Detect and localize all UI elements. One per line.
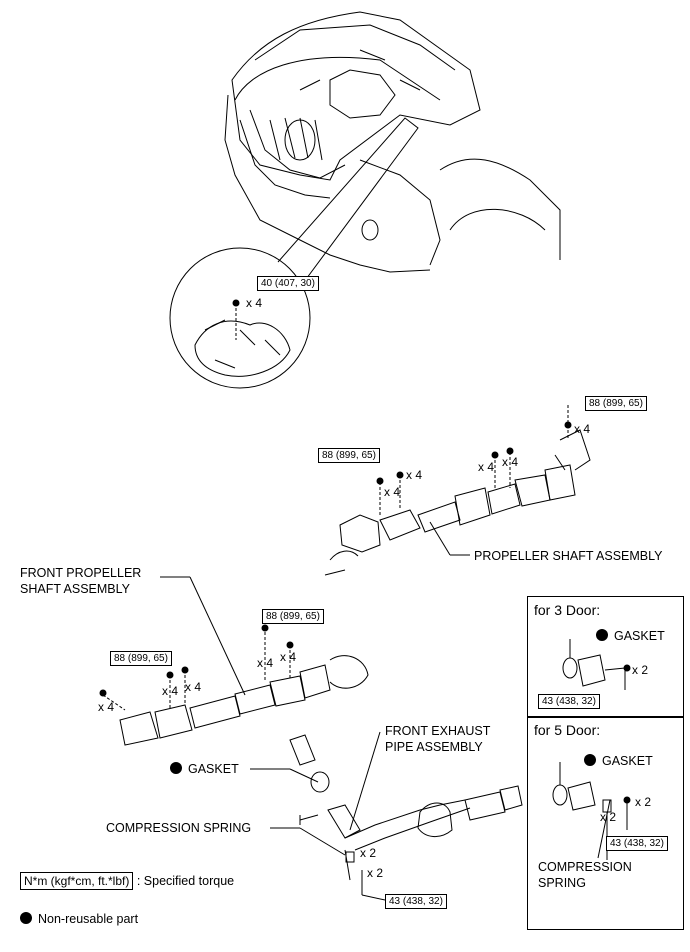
door5-gasket-label: GASKET [584, 754, 653, 768]
door5-panel: for 5 Door: GASKET x 2 x 2 43 (438, 32) … [527, 716, 684, 930]
nonreusable-legend-text: Non-reusable part [38, 912, 139, 926]
front-propeller-shaft-label: FRONT PROPELLER SHAFT ASSEMBLY [20, 566, 142, 596]
torque-spec-43-main: 43 (438, 32) [385, 894, 447, 909]
torque-spec-88-front-flange: 88 (899, 65) [318, 448, 380, 463]
door5-torque-spec-43: 43 (438, 32) [606, 836, 668, 851]
count-x4-d: x 4 [502, 455, 519, 469]
torque-spec-40: 40 (407, 30) [257, 276, 319, 291]
count-x4-f: x 4 [280, 650, 297, 664]
door3-torque-spec-43: 43 (438, 32) [538, 694, 600, 709]
door3-count-x2: x 2 [632, 663, 649, 677]
door5-count-x2-a: x 2 [635, 795, 652, 809]
front-propeller-shaft-illustration [99, 624, 369, 746]
torque-legend-text: : Specified torque [136, 874, 235, 888]
count-x4-i: x 4 [98, 700, 115, 714]
count-x4-c: x 4 [478, 460, 495, 474]
count-x2-spring: x 2 [360, 846, 377, 860]
door5-compression-spring-label: COMPRESSION SPRING [538, 860, 632, 890]
count-x4-h: x 4 [185, 680, 202, 694]
nonreusable-dot-icon [170, 762, 182, 774]
count-x4-a: x 4 [406, 468, 423, 482]
front-exhaust-pipe-illustration [289, 734, 523, 895]
gasket-label: GASKET [170, 762, 239, 776]
door3-gasket-label: GASKET [596, 629, 665, 643]
door5-gasket-text: GASKET [602, 754, 653, 768]
door5-title: for 5 Door: [534, 722, 601, 738]
count-x4-e: x 4 [257, 656, 274, 670]
propeller-shaft-label: PROPELLER SHAFT ASSEMBLY [474, 549, 663, 563]
count-x4-g: x 4 [162, 684, 179, 698]
torque-spec-88-mid-a: 88 (899, 65) [262, 609, 324, 624]
door5-count-x2-b: x 2 [600, 810, 617, 824]
vehicle-front-illustration [224, 11, 561, 273]
leader-lines [160, 521, 611, 901]
door5-nonreusable-dot-icon [584, 754, 596, 766]
door3-title: for 3 Door: [534, 602, 601, 618]
compression-spring-label: COMPRESSION SPRING [106, 821, 252, 835]
torque-spec-88-rear: 88 (899, 65) [585, 396, 647, 411]
count-x4-callout: x 4 [246, 296, 263, 310]
torque-legend-unit: N*m (kgf*cm, ft.*lbf) [20, 872, 134, 890]
door3-panel: for 3 Door: GASKET x 2 43 (438, 32) [527, 596, 684, 718]
count-x2-bolt: x 2 [367, 866, 384, 880]
zoom-callout [169, 117, 419, 389]
nonreusable-legend: Non-reusable part [20, 912, 138, 926]
count-x4-rear: x 4 [574, 422, 591, 436]
torque-legend: N*m (kgf*cm, ft.*lbf) : Specified torque [20, 872, 234, 890]
torque-spec-88-mid-b: 88 (899, 65) [110, 651, 172, 666]
door3-gasket-text: GASKET [614, 629, 665, 643]
gasket-text: GASKET [188, 762, 239, 776]
nonreusable-legend-dot-icon [20, 912, 32, 924]
propeller-shaft-illustration [324, 405, 591, 576]
door3-nonreusable-dot-icon [596, 629, 608, 641]
count-x4-b: x 4 [384, 485, 401, 499]
front-exhaust-pipe-label: FRONT EXHAUST PIPE ASSEMBLY [385, 724, 491, 754]
